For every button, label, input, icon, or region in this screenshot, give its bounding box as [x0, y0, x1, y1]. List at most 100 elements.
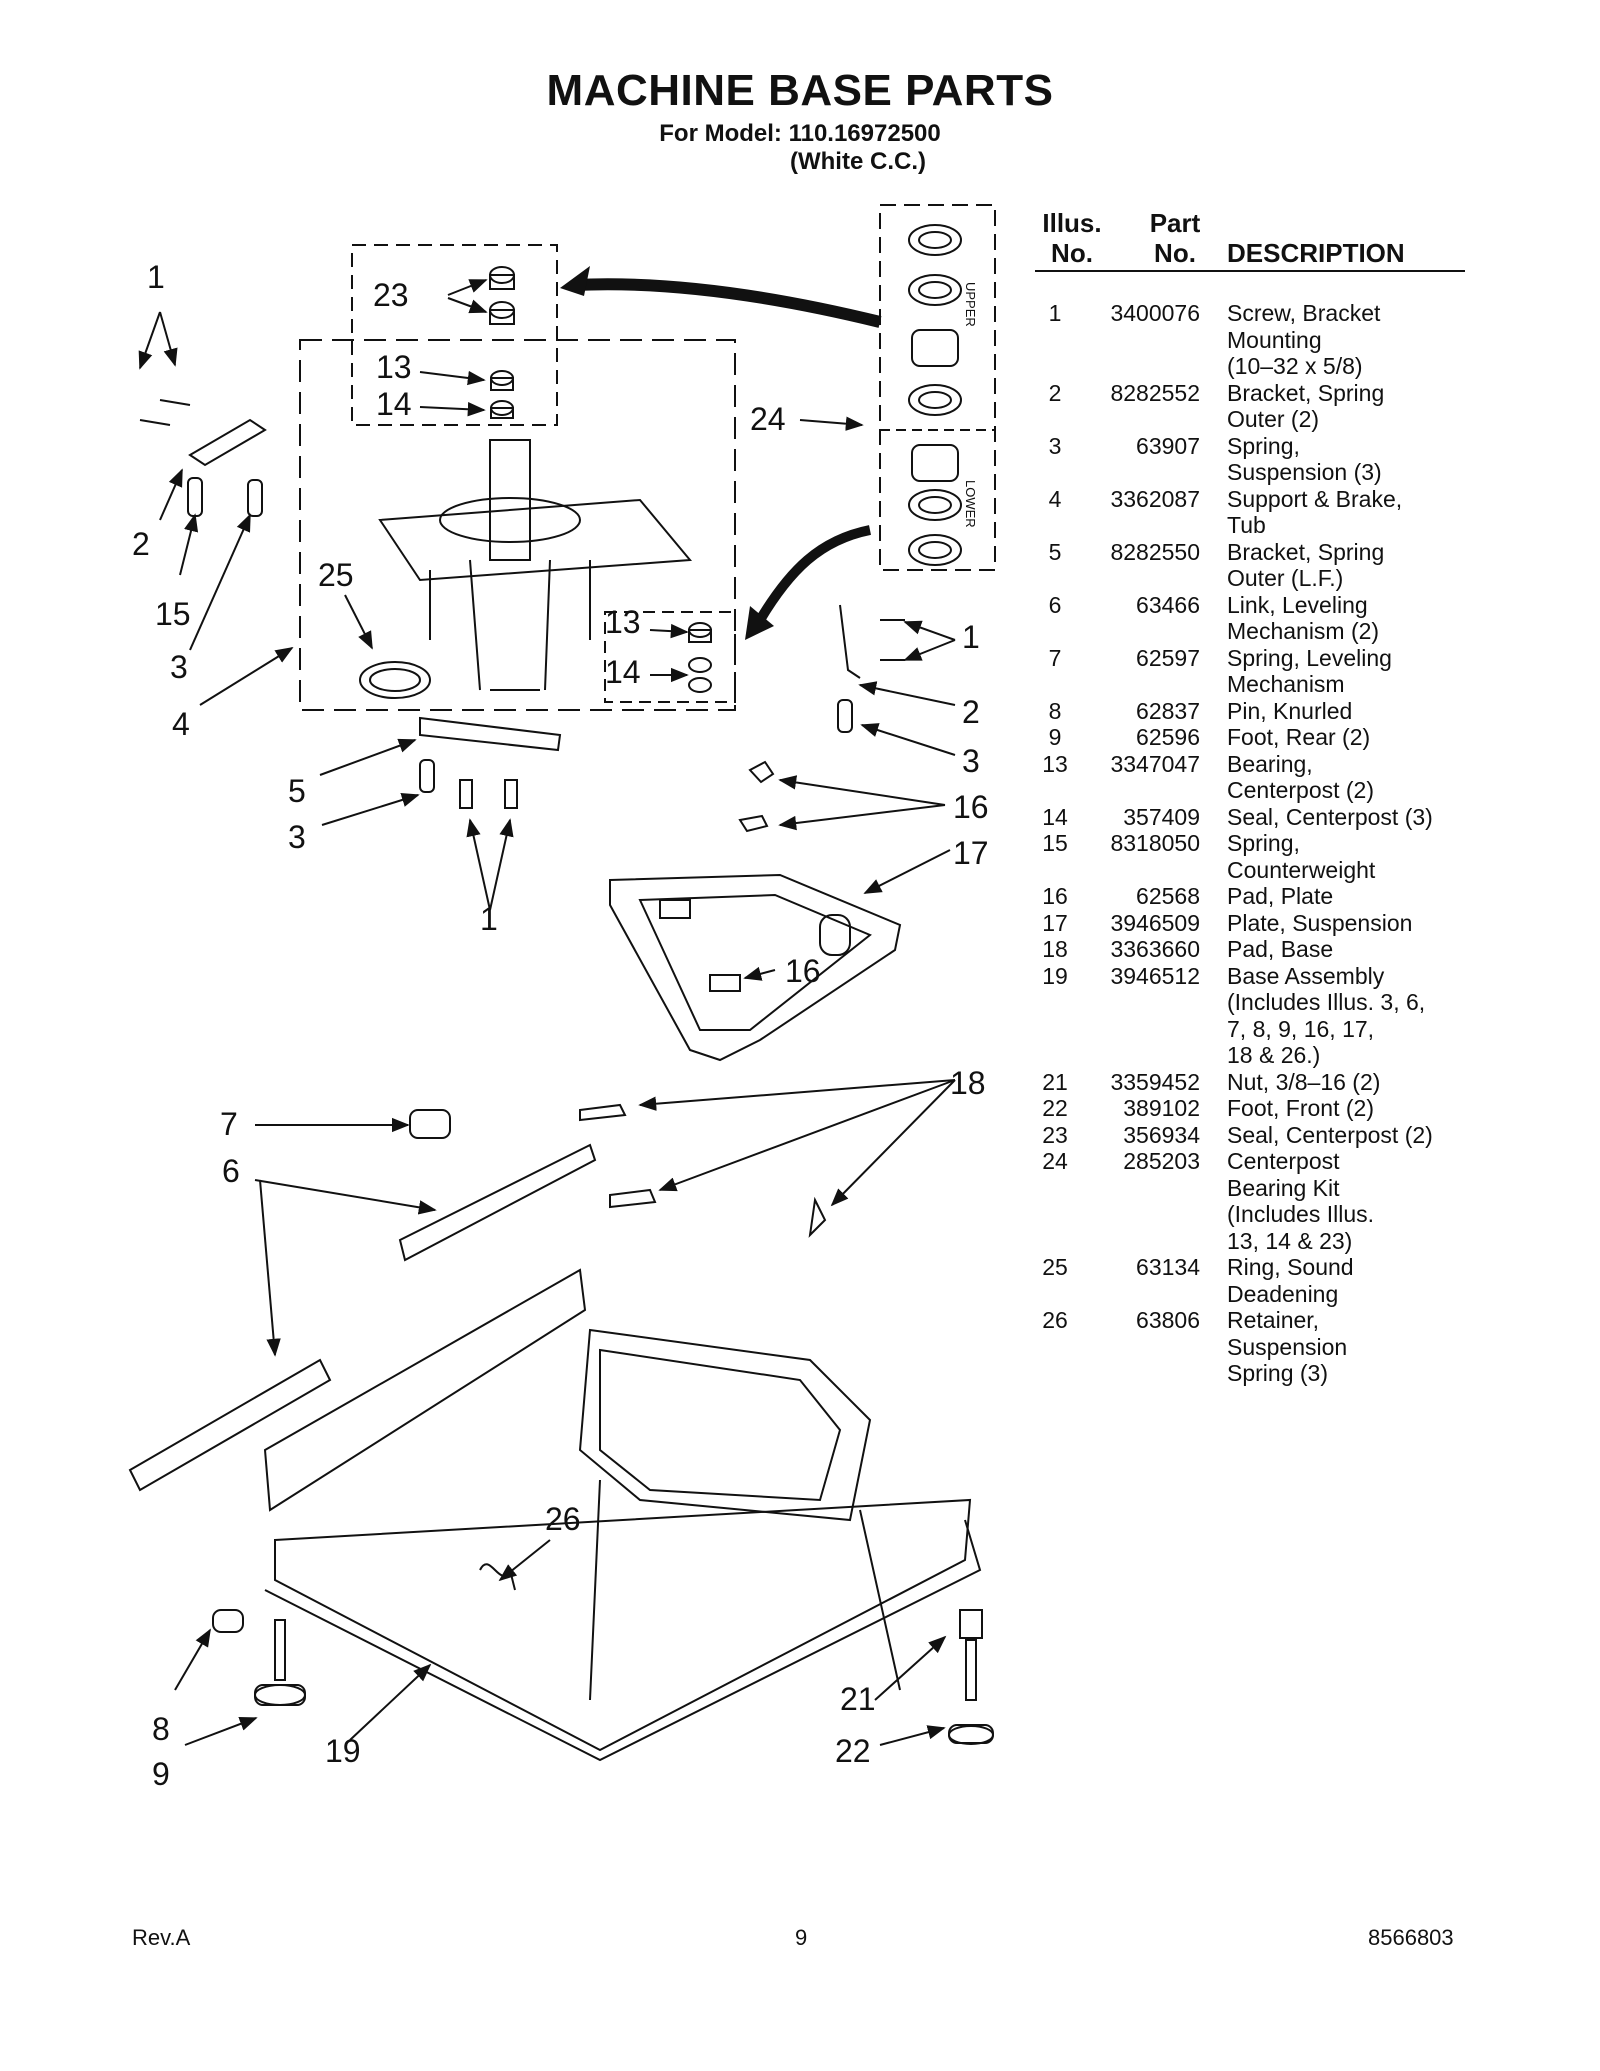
callout-18: 18: [950, 1065, 986, 1101]
description-cell: Pad, Base: [1227, 936, 1334, 962]
parts-row: 22 389102 Foot, Front (2): [1035, 1095, 1465, 1122]
illus-no-cell: 18: [1042, 936, 1068, 962]
illus-no-cell: 13: [1042, 750, 1068, 777]
description-cell: Foot, Front (2): [1227, 1095, 1374, 1121]
callout-22: 22: [835, 1733, 871, 1769]
revision: Rev.A: [132, 1925, 191, 1950]
part-no-cell: 63466: [1136, 591, 1200, 618]
parts-row: 25 63134 Ring, Sound Deadening: [1035, 1254, 1465, 1307]
spring-bracket-left: [139, 399, 267, 517]
spring-bracket-right: [837, 604, 905, 733]
spring-bracket-front: [419, 716, 562, 809]
description-cell: Centerpost Bearing Kit (Includes Illus. …: [1227, 1148, 1375, 1254]
description-cell: Spring, Leveling Mechanism: [1227, 644, 1392, 698]
part-no-cell: 3363660: [1110, 936, 1200, 962]
description-cell: Plate, Suspension: [1227, 909, 1413, 936]
part-no-cell: 63134: [1136, 1254, 1200, 1280]
description-cell: Screw, Bracket Mounting (10–32 x 5/8): [1227, 300, 1381, 379]
seal-group-box: [351, 244, 558, 426]
illus-no-cell: 15: [1042, 830, 1068, 856]
illus-no-cell: 14: [1042, 803, 1068, 830]
callout-13b: 13: [605, 604, 641, 640]
description-cell: Nut, 3/8–16 (2): [1227, 1068, 1381, 1095]
callout-9: 9: [152, 1756, 170, 1792]
parts-table-header: Illus. No. Part No. DESCRIPTION: [1035, 208, 1465, 272]
illus-no-cell: 2: [1048, 379, 1062, 406]
illus-no-cell: 3: [1048, 432, 1062, 459]
callout-2b: 2: [962, 694, 980, 730]
parts-row: 8 62837 Pin, Knurled: [1035, 698, 1465, 725]
document-number: 8566803: [1368, 1925, 1454, 1950]
callout-2: 2: [132, 526, 150, 562]
part-no-cell: 62597: [1136, 644, 1200, 671]
parts-row: 7 62597 Spring, Leveling Mechanism: [1035, 645, 1465, 698]
callout-17: 17: [953, 835, 989, 871]
illus-no-cell: 22: [1042, 1095, 1068, 1121]
description-cell: Bracket, Spring Outer (2): [1227, 379, 1385, 433]
parts-row: 18 3363660 Pad, Base: [1035, 936, 1465, 963]
illus-no-cell: 4: [1048, 485, 1062, 512]
description-cell: Ring, Sound Deadening: [1227, 1254, 1354, 1307]
part-no-cell: 3359452: [1110, 1068, 1200, 1095]
callout-labels: 1 23 13 14 24 2 25 15 3 4 13 14 1 2 3 5 …: [132, 259, 989, 1792]
callout-1b: 1: [962, 619, 980, 655]
bearing-kit-box: [879, 204, 996, 571]
illus-no-cell: 6: [1048, 591, 1062, 618]
part-no-cell: 285203: [1123, 1148, 1200, 1174]
callout-16: 16: [953, 789, 989, 825]
parts-row: 19 3946512 Base Assembly (Includes Illus. …: [1035, 963, 1465, 1069]
header-part-no: Part No.: [1149, 208, 1201, 268]
callout-16b: 16: [785, 953, 821, 989]
callout-13: 13: [376, 349, 412, 385]
header-description: DESCRIPTION: [1227, 238, 1405, 268]
bearing-kit-parts: [908, 224, 962, 566]
part-no-cell: 62568: [1136, 883, 1200, 909]
description-cell: Base Assembly (Includes Illus. 3, 6, 7, …: [1227, 962, 1426, 1069]
part-no-cell: 389102: [1123, 1095, 1200, 1121]
part-no-cell: 8282552: [1110, 379, 1200, 406]
callout-6: 6: [222, 1153, 240, 1189]
callout-3c: 3: [288, 819, 306, 855]
illus-no-cell: 9: [1048, 724, 1062, 750]
part-no-cell: 63806: [1136, 1307, 1200, 1333]
description-cell: Bearing, Centerpost (2): [1227, 750, 1375, 804]
description-cell: Seal, Centerpost (3): [1227, 803, 1433, 830]
illus-no-cell: 26: [1042, 1307, 1068, 1333]
part-no-cell: 3946512: [1110, 962, 1200, 989]
callout-25: 25: [318, 557, 354, 593]
callout-23: 23: [373, 277, 409, 313]
part-no-cell: 356934: [1123, 1121, 1200, 1148]
feet: [212, 1563, 994, 1745]
callout-21: 21: [840, 1681, 876, 1717]
bearing-group-box: [604, 611, 736, 703]
description-cell: Retainer, Suspension Spring (3): [1227, 1307, 1348, 1386]
part-no-cell: 62837: [1136, 697, 1200, 724]
illus-no-cell: 19: [1042, 962, 1068, 989]
description-cell: Pin, Knurled: [1227, 697, 1353, 724]
illus-no-cell: 21: [1042, 1068, 1068, 1095]
page-title: MACHINE BASE PARTS: [546, 66, 1054, 115]
callout-8: 8: [152, 1711, 170, 1747]
part-no-cell: 62596: [1136, 724, 1200, 750]
callout-14b: 14: [605, 654, 641, 690]
kit-lower-label: LOWER: [963, 480, 978, 528]
part-no-cell: 8318050: [1110, 830, 1200, 856]
model-color: (White C.C.): [790, 148, 926, 175]
header-illus-no: Illus. No.: [1042, 208, 1102, 268]
illus-no-cell: 25: [1042, 1254, 1068, 1280]
illus-no-cell: 7: [1048, 644, 1062, 671]
part-no-cell: 3400076: [1110, 300, 1200, 326]
illus-no-cell: 8: [1048, 697, 1062, 724]
description-cell: Support & Brake, Tub: [1227, 485, 1403, 539]
